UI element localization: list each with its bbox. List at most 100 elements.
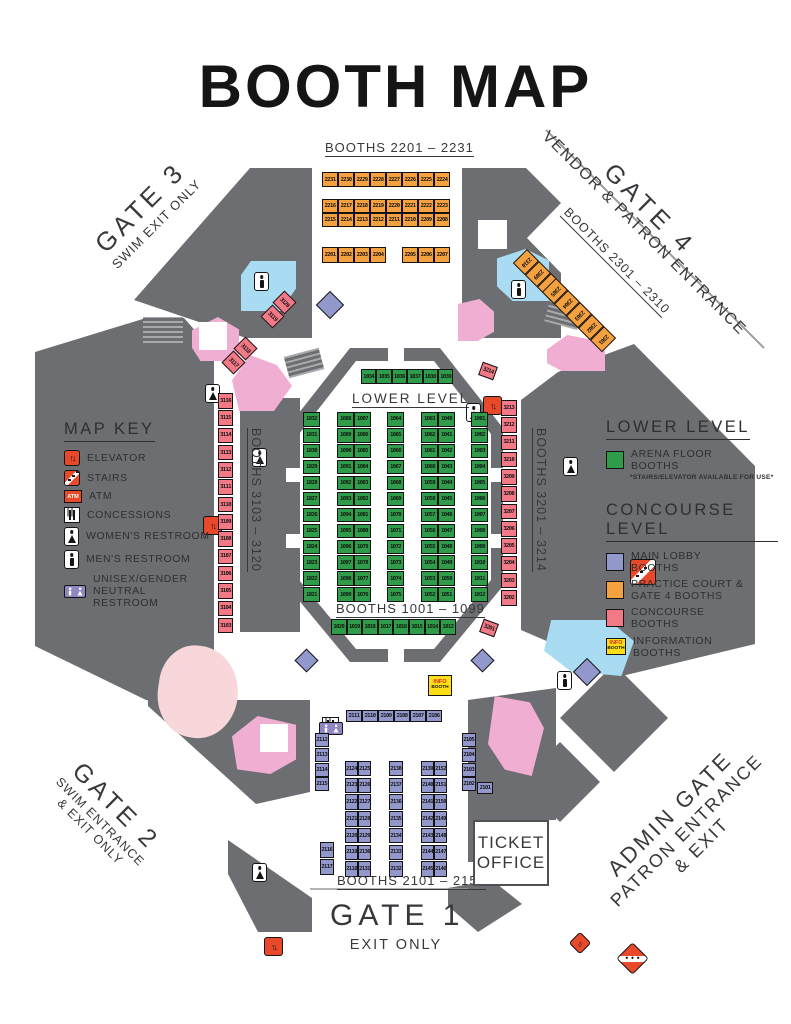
booth-1095: 1095 bbox=[337, 523, 354, 539]
booth-2223: 2223 bbox=[434, 199, 450, 213]
booth-1052: 1052 bbox=[421, 587, 438, 602]
map-key-item-label: MEN'S RESTROOM bbox=[86, 553, 191, 566]
booth-2107: 2107 bbox=[410, 710, 426, 722]
booth-1094: 1094 bbox=[337, 507, 354, 523]
person-figure bbox=[256, 866, 264, 879]
booth-2145: 2145 bbox=[421, 861, 434, 877]
legend-item-purple: MAIN LOBBY BOOTHS bbox=[606, 550, 778, 574]
booth-1079: 1079 bbox=[354, 539, 371, 555]
map-key-item-label: ELEVATOR bbox=[87, 451, 147, 464]
booth-2148: 2148 bbox=[434, 827, 447, 844]
booth-2122: 2122 bbox=[345, 794, 358, 810]
booth-1076: 1076 bbox=[354, 587, 371, 602]
booth-2110: 2110 bbox=[362, 710, 378, 722]
lower-level-items: ARENA FLOOR BOOTHS*STAIRS/ELEVATOR AVAIL… bbox=[606, 448, 778, 481]
booth-1001: 1001 bbox=[471, 412, 488, 427]
purple-swatch bbox=[606, 553, 624, 572]
booth-2205: 2205 bbox=[402, 247, 418, 263]
admin-diamond-a bbox=[560, 664, 668, 772]
mens-restroom-icon bbox=[557, 671, 572, 690]
booth-2230: 2230 bbox=[338, 172, 354, 187]
booth-1064: 1064 bbox=[387, 412, 404, 427]
booth-2144: 2144 bbox=[421, 844, 434, 861]
booth-2121: 2121 bbox=[345, 811, 358, 827]
booth-1098: 1098 bbox=[337, 571, 354, 586]
concessions-icon bbox=[64, 507, 80, 523]
booth-3207: 3207 bbox=[501, 503, 517, 520]
lower-level-legend-title: LOWER LEVEL bbox=[606, 418, 750, 440]
booth-2118: 2118 bbox=[345, 861, 358, 877]
booth-1011: 1011 bbox=[471, 571, 488, 586]
booth-3114: 3114 bbox=[218, 427, 233, 444]
label-lower-level: LOWER LEVEL bbox=[352, 391, 470, 408]
booth-1078: 1078 bbox=[354, 555, 371, 571]
label-booths-3103: BOOTHS 3103 – 3120 bbox=[247, 428, 263, 572]
booth-2142: 2142 bbox=[421, 811, 434, 827]
person-figure bbox=[324, 724, 329, 732]
booth-2134: 2134 bbox=[389, 827, 403, 844]
green-swatch bbox=[606, 451, 624, 470]
label-booths-2101: BOOTHS 2101 – 2152 bbox=[337, 873, 486, 890]
booth-1004: 1004 bbox=[471, 459, 488, 475]
booth-1093: 1093 bbox=[337, 491, 354, 507]
legend-item-label: PRACTICE COURT & GATE 4 BOOTHS bbox=[631, 578, 744, 603]
gate1-name: GATE 1 bbox=[330, 899, 465, 932]
booth-3211: 3211 bbox=[501, 434, 517, 451]
page-title: BOOTH MAP bbox=[198, 53, 593, 120]
label-booths-2201: BOOTHS 2201 – 2231 bbox=[325, 140, 474, 157]
booth-2213: 2213 bbox=[354, 213, 370, 227]
booth-2132: 2132 bbox=[389, 861, 403, 877]
booth-3210: 3210 bbox=[501, 451, 517, 468]
booth-1028: 1028 bbox=[303, 475, 320, 491]
booth-2124: 2124 bbox=[345, 761, 358, 777]
booth-2228: 2228 bbox=[370, 172, 386, 187]
booth-2140: 2140 bbox=[421, 777, 434, 794]
booth-1030: 1030 bbox=[303, 443, 320, 459]
booth-3116: 3116 bbox=[218, 393, 233, 409]
booth-1019: 1019 bbox=[346, 619, 363, 635]
booth-1049: 1049 bbox=[438, 555, 455, 571]
unisex-restroom-icon bbox=[64, 584, 86, 598]
booth-2135: 2135 bbox=[389, 811, 403, 827]
legend-note: *STAIRS/ELEVATOR AVAILABLE FOR USE* bbox=[630, 474, 774, 482]
booth-1045: 1045 bbox=[438, 491, 455, 507]
booth-1048: 1048 bbox=[438, 539, 455, 555]
booth-2226: 2226 bbox=[402, 172, 418, 187]
booth-2208: 2208 bbox=[434, 213, 450, 227]
booth-1043: 1043 bbox=[438, 459, 455, 475]
legend-item-pink: CONCOURSE BOOTHS bbox=[606, 606, 778, 630]
booth-2152: 2152 bbox=[434, 761, 447, 777]
person-figure bbox=[258, 275, 266, 288]
booth-1066: 1066 bbox=[387, 443, 404, 459]
booth-1067: 1067 bbox=[387, 459, 404, 475]
booth-2133: 2133 bbox=[389, 844, 403, 861]
bottom-right-wedge bbox=[448, 880, 522, 932]
left-wing bbox=[35, 318, 214, 700]
booth-1021: 1021 bbox=[303, 587, 320, 602]
booth-2214: 2214 bbox=[338, 213, 354, 227]
booth-3204: 3204 bbox=[501, 555, 517, 572]
womens-restroom-icon bbox=[64, 527, 79, 546]
booth-2227: 2227 bbox=[386, 172, 402, 187]
legend-item-label: CONCOURSE BOOTHS bbox=[631, 606, 705, 631]
person-figure bbox=[333, 724, 338, 732]
booth-2218: 2218 bbox=[354, 199, 370, 213]
